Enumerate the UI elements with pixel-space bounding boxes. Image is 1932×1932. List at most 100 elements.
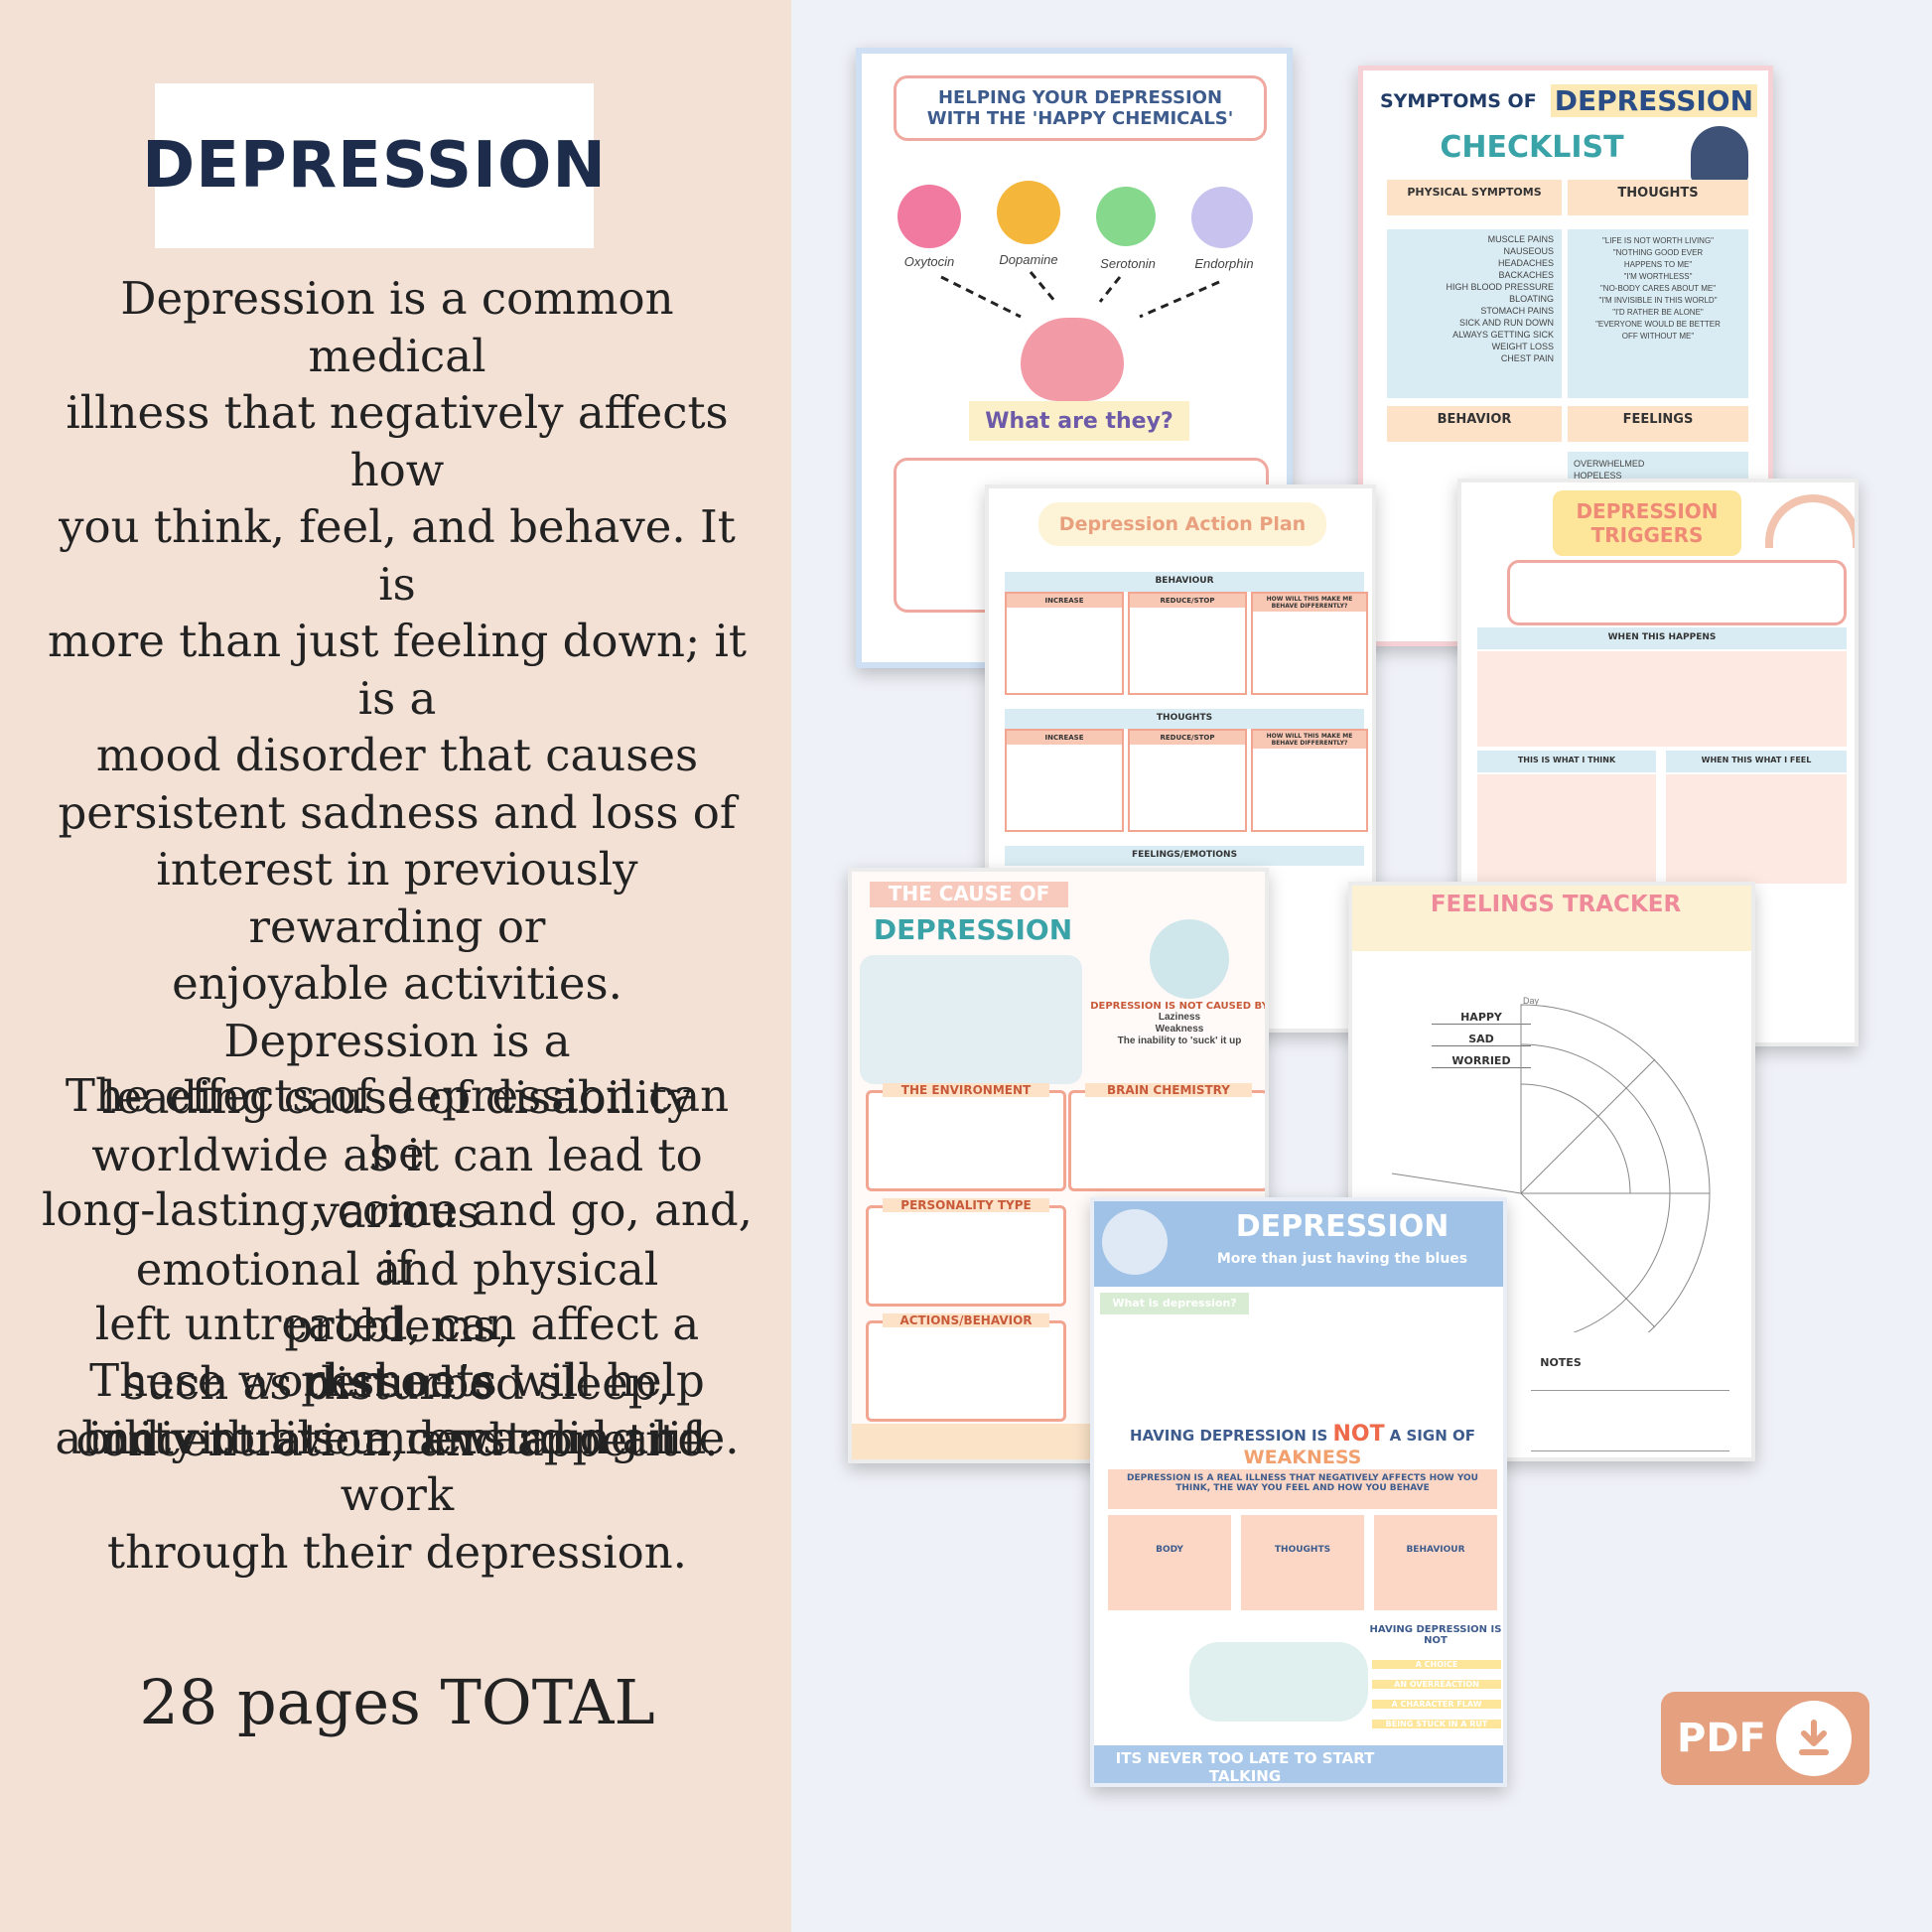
symptom-item: BACKACHES bbox=[1498, 270, 1554, 280]
symptom-item: NAUSEOUS bbox=[1503, 246, 1554, 256]
physical-symptoms-label: PHYSICAL SYMPTOMS bbox=[1407, 186, 1542, 199]
behaviour-column: BEHAVIOUR bbox=[1374, 1515, 1497, 1610]
column-label: INCREASE bbox=[1007, 594, 1122, 608]
desc-line: more than just feeling down; it is a bbox=[48, 615, 747, 725]
think-label: THIS IS WHAT I THINK bbox=[1517, 756, 1616, 764]
checklist-title-a: SYMPTOMS OF bbox=[1379, 89, 1537, 112]
personality-box: PERSONALITY TYPE bbox=[866, 1198, 1066, 1307]
tracker-header-band: FEELINGS TRACKER bbox=[1352, 886, 1751, 951]
quote-bubble bbox=[1189, 1642, 1368, 1722]
thought-item: "NO-BODY CARES ABOUT ME" bbox=[1599, 284, 1717, 293]
desc-line: emotional and physical problems, bbox=[135, 1242, 659, 1353]
thoughts-increase-box: INCREASE bbox=[1005, 729, 1124, 832]
worksheet-more-than-blues: DEPRESSION More than just having the blu… bbox=[1090, 1197, 1507, 1787]
environment-label: THE ENVIRONMENT bbox=[883, 1083, 1049, 1097]
desc-line: ability to live a rewarding life. bbox=[55, 1412, 740, 1464]
cause-research-box bbox=[860, 955, 1082, 1084]
desc-line: long-lasting, come and go, and, if bbox=[42, 1183, 753, 1294]
oxytocin-face-icon bbox=[897, 185, 961, 248]
thought-item: "NOTHING GOOD EVER bbox=[1612, 248, 1704, 257]
feelings-header: FEELINGS bbox=[1568, 406, 1748, 442]
blues-header-band: DEPRESSION More than just having the blu… bbox=[1094, 1201, 1503, 1287]
personality-label: PERSONALITY TYPE bbox=[883, 1198, 1049, 1212]
cause-title-band: THE CAUSE OF bbox=[870, 882, 1068, 907]
thoughts-label: THOUGHTS bbox=[1156, 713, 1213, 723]
desc-line: worldwide as it can lead to various bbox=[91, 1128, 703, 1239]
thoughts-band: THOUGHTS bbox=[1005, 709, 1364, 729]
feel-label: WHEN THIS WHAT I FEEL bbox=[1701, 756, 1812, 764]
not-item-label: A CHARACTER FLAW bbox=[1391, 1700, 1482, 1709]
mood-sad-label: SAD bbox=[1432, 1033, 1531, 1046]
not-item: A CHOICE bbox=[1372, 1660, 1501, 1669]
thoughts-how-box: HOW WILL THIS MAKE ME BEHAVE DIFFERENTLY… bbox=[1251, 729, 1368, 832]
blues-footer-text: ITS NEVER TOO LATE TO START TALKING bbox=[1115, 1749, 1375, 1785]
behaviour-reduce-box: REDUCE/STOP bbox=[1128, 592, 1247, 695]
desc-line: mood disorder that causes bbox=[95, 729, 699, 781]
happy-title-line-1: HELPING YOUR DEPRESSION bbox=[937, 87, 1223, 108]
thought-item: "I'M WORTHLESS" bbox=[1623, 272, 1693, 281]
chemical-label: Oxytocin bbox=[903, 254, 955, 269]
feelings-label: FEELINGS/EMOTIONS bbox=[1131, 850, 1238, 860]
symptom-item: WEIGHT LOSS bbox=[1491, 342, 1554, 351]
physical-header: PHYSICAL SYMPTOMS bbox=[1387, 180, 1562, 215]
column-label: INCREASE bbox=[1007, 731, 1122, 745]
symptom-item: ALWAYS GETTING SICK bbox=[1452, 330, 1554, 340]
brain-chemistry-box: BRAIN CHEMISTRY bbox=[1068, 1083, 1265, 1191]
blues-subtitle: More than just having the blues bbox=[1216, 1251, 1468, 1267]
cause-title-a: THE CAUSE OF bbox=[888, 882, 1050, 905]
behaviour-how-box: HOW WILL THIS MAKE ME BEHAVE DIFFERENTLY… bbox=[1251, 592, 1368, 695]
rainbow-icon bbox=[1765, 494, 1855, 548]
action-plan-title-banner: Depression Action Plan bbox=[1038, 502, 1326, 546]
triggers-title-line-1: DEPRESSION bbox=[1576, 499, 1719, 523]
thoughts-reduce-box: REDUCE/STOP bbox=[1128, 729, 1247, 832]
download-icon bbox=[1775, 1701, 1852, 1776]
desc-line: left untreated, can affect a person’s bbox=[94, 1298, 700, 1408]
thought-item: "I'M INVISIBLE IN THIS WORLD" bbox=[1598, 296, 1718, 305]
sad-person-icon bbox=[1150, 919, 1229, 999]
mood-happy-label: HAPPY bbox=[1432, 1011, 1531, 1025]
feelings-band: FEELINGS/EMOTIONS bbox=[1005, 846, 1364, 866]
happy-title-line-2: WITH THE 'HAPPY CHEMICALS' bbox=[926, 108, 1234, 129]
when-happens-band: WHEN THIS HAPPENS bbox=[1477, 627, 1847, 649]
behavior-label: BEHAVIOR bbox=[1437, 412, 1512, 427]
reason-item: Laziness bbox=[1158, 1012, 1201, 1023]
happy-title-box: HELPING YOUR DEPRESSION WITH THE 'HAPPY … bbox=[894, 75, 1267, 141]
sad-person-icon bbox=[1691, 126, 1748, 182]
behaviour-band: BEHAVIOUR bbox=[1005, 572, 1364, 592]
notes-lines bbox=[1531, 1390, 1729, 1451]
behaviour-label: BEHAVIOUR bbox=[1155, 576, 1214, 586]
cause-title-b: DEPRESSION bbox=[873, 913, 1073, 946]
thoughts-column: THOUGHTS bbox=[1241, 1515, 1364, 1610]
behavior-header: BEHAVIOR bbox=[1387, 406, 1562, 442]
feelings-label: FEELINGS bbox=[1622, 412, 1694, 427]
body-column: BODY bbox=[1108, 1515, 1231, 1610]
mood-worried-label: WORRIED bbox=[1432, 1054, 1531, 1068]
desc-line: The effects of depression can be bbox=[65, 1069, 730, 1179]
triggers-intro-box bbox=[1507, 560, 1847, 625]
desc-line: illness that negatively affects how bbox=[66, 386, 729, 496]
desc-line: These worksheets will help bbox=[89, 1354, 705, 1407]
body-label: BODY bbox=[1156, 1545, 1183, 1555]
dopamine-face-icon bbox=[997, 181, 1060, 244]
behaviour-label: BEHAVIOUR bbox=[1406, 1545, 1465, 1555]
desc-line: you think, feel, and behave. It is bbox=[59, 500, 736, 611]
desc-line: persistent sadness and loss of bbox=[58, 785, 737, 839]
brain-icon bbox=[1021, 318, 1124, 401]
pdf-download-button[interactable]: PDF bbox=[1661, 1692, 1869, 1785]
what-are-they-banner: What are they? bbox=[969, 401, 1189, 441]
real-illness-band: DEPRESSION IS A REAL ILLNESS THAT NEGATI… bbox=[1108, 1469, 1497, 1509]
symptom-item: SICK AND RUN DOWN bbox=[1458, 318, 1554, 328]
what-is-depression-label: What is depression? bbox=[1112, 1297, 1237, 1310]
thought-item: HAPPENS TO ME" bbox=[1623, 260, 1693, 269]
description-paragraph-2: The effects of depression can be long-la… bbox=[40, 1067, 755, 1467]
symptom-item: MUSCLE PAINS bbox=[1487, 234, 1554, 244]
thoughts-label: THOUGHTS bbox=[1274, 1545, 1331, 1555]
weakness-c: A SIGN OF bbox=[1389, 1427, 1475, 1445]
chemical-label: Serotonin bbox=[1100, 256, 1156, 271]
blues-footer: ITS NEVER TOO LATE TO START TALKING bbox=[1094, 1745, 1503, 1785]
pages-total: 28 pages TOTAL bbox=[139, 1666, 655, 1738]
what-are-they-heading: What are they? bbox=[985, 408, 1173, 434]
column-label: HOW WILL THIS MAKE ME BEHAVE DIFFERENTLY… bbox=[1253, 594, 1366, 612]
tracker-title: FEELINGS TRACKER bbox=[1430, 892, 1682, 917]
mood-wheel bbox=[1392, 1004, 1711, 1332]
